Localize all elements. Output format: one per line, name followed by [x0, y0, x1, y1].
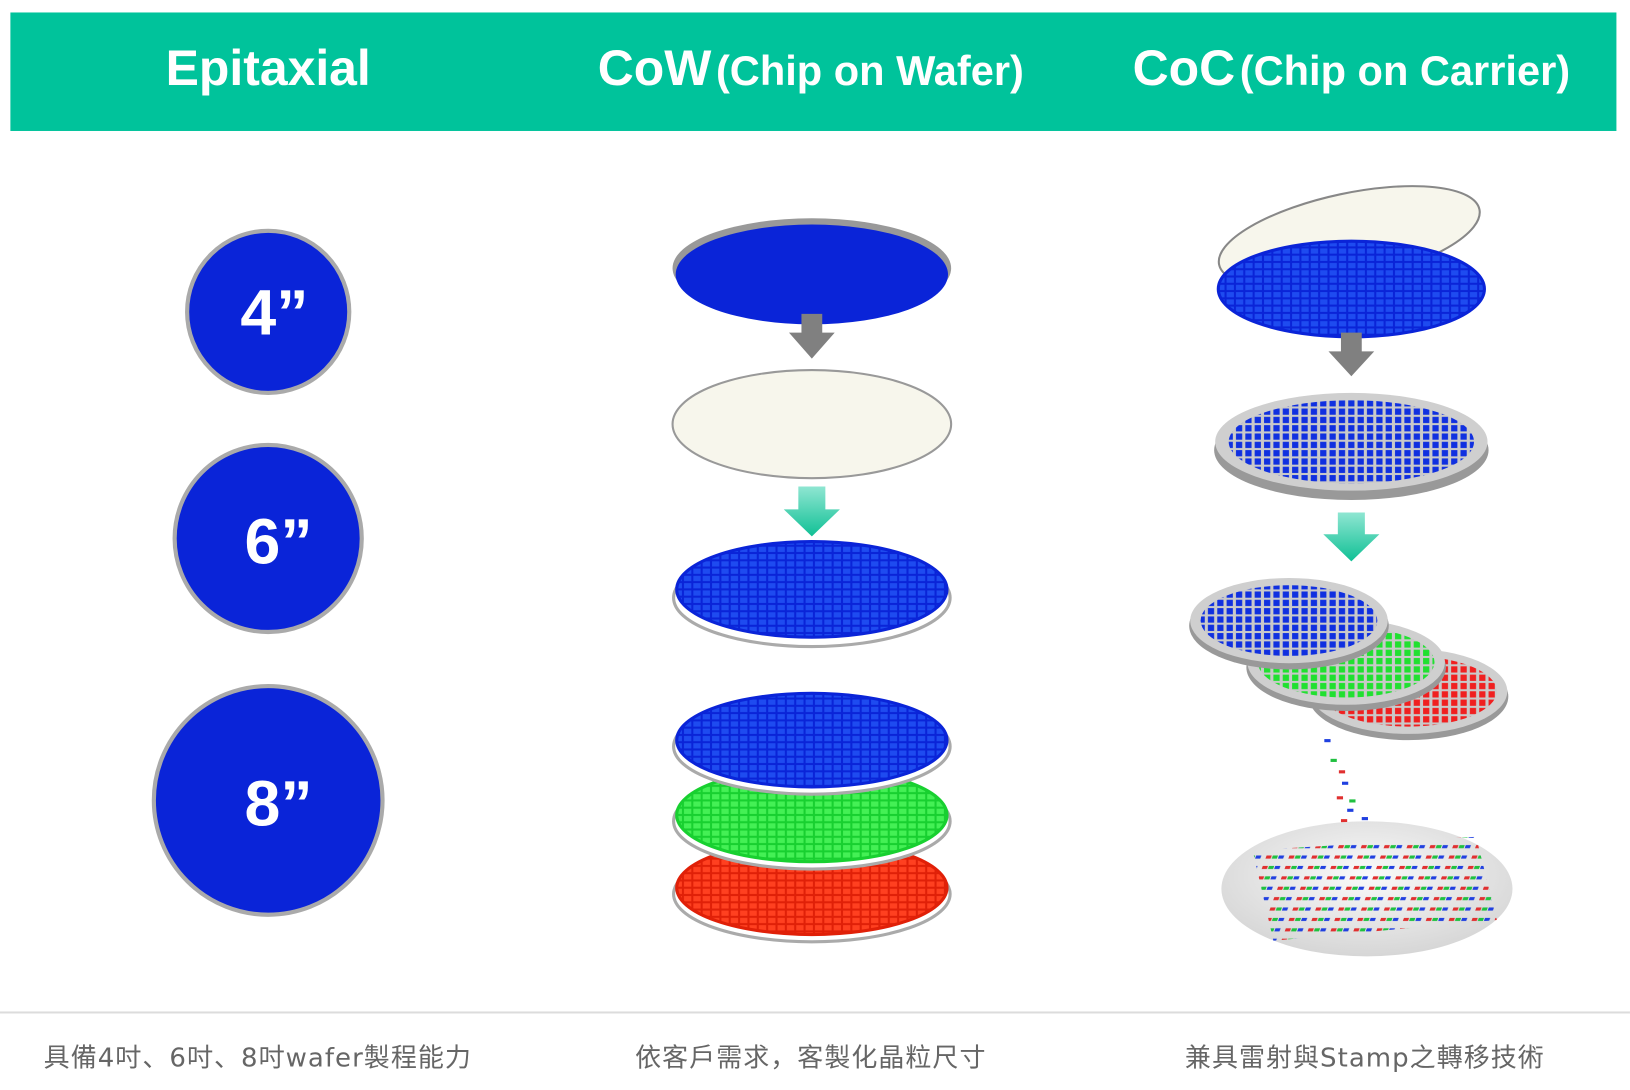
size-label: 8”: [245, 767, 313, 839]
coc-rgb-carriers: [1189, 577, 1509, 741]
caption-coc: 兼具雷射與Stamp之轉移技術: [1184, 1042, 1545, 1073]
wafer-4-inch: 4”: [185, 228, 352, 396]
caption-epitaxial: 具備4吋、6吋、8吋wafer製程能力: [43, 1042, 472, 1073]
wafer-6-inch: 6”: [172, 442, 364, 635]
epitaxial-title: Epitaxial: [166, 12, 371, 131]
caption-cow: 依客戶需求，客製化晶粒尺寸: [635, 1042, 987, 1073]
arrow-down-icon: [1323, 512, 1380, 562]
header-bar: Epitaxial CoW (Chip on Wafer) CoC (Chip …: [10, 12, 1617, 131]
cow-rgb-stack: [672, 691, 952, 944]
process-diagram: 4” 6” 8”: [151, 185, 1513, 957]
wafer-8-inch: 8”: [151, 683, 385, 917]
cow-title: CoW (Chip on Wafer): [598, 12, 1024, 131]
coc-subtitle: (Chip on Carrier): [1239, 48, 1571, 95]
arrow-down-icon: [783, 486, 840, 537]
arrow-down-icon: [1328, 332, 1375, 377]
coc-epi-wafer-peel: [1216, 185, 1486, 339]
coc-title: CoC (Chip on Carrier): [1133, 12, 1571, 131]
divider: [0, 1011, 1630, 1014]
arrow-down-icon: [788, 313, 835, 359]
epitaxial-title-text: Epitaxial: [165, 41, 371, 97]
coc-title-text: CoC: [1132, 41, 1236, 97]
size-label: 6”: [245, 505, 313, 577]
coc-target-substrate: [1221, 821, 1513, 957]
coc-carrier-wafer: [1214, 392, 1489, 500]
transferred-chips: [1324, 739, 1368, 829]
cow-carrier-film: [671, 369, 953, 480]
cow-chip-wafer: [672, 540, 952, 649]
cow-epi-wafer: [672, 218, 952, 325]
cow-title-text: CoW: [597, 41, 712, 97]
size-label: 4”: [240, 277, 308, 349]
cow-subtitle: (Chip on Wafer): [715, 48, 1024, 95]
